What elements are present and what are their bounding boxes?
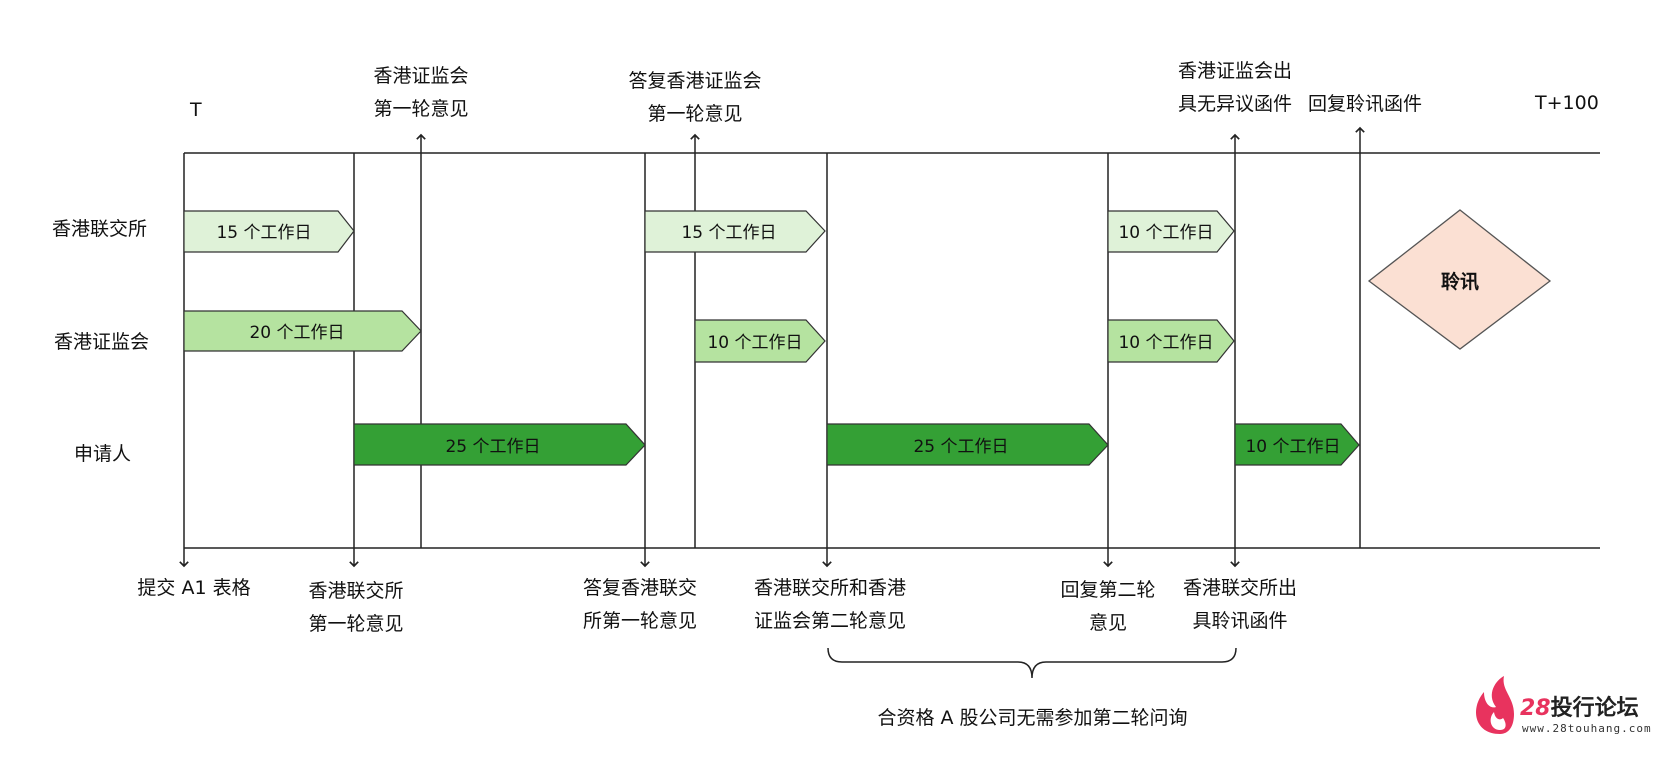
hkex-first-round-comments-label: 香港联交所 第一轮意见 — [308, 580, 404, 635]
hkex-bar-2: 15 个工作日 — [644, 210, 826, 253]
brace-note: 合资格 A 股公司无需参加第二轮问询 — [877, 707, 1188, 729]
bar-label: 25 个工作日 — [445, 437, 540, 457]
reply-hearing-letter-label: 回复聆讯函件 — [1307, 93, 1422, 115]
sfc-first-round-comments-label: 香港证监会 第一轮意见 — [373, 65, 469, 120]
sfc-no-objection-letter-label: 香港证监会出 具无异议函件 — [1177, 60, 1292, 115]
bar-shape — [1107, 319, 1235, 363]
sfc-bar-1: 20 个工作日 — [183, 310, 422, 352]
logo-url: www.28touhang.com — [1522, 722, 1652, 735]
submit-a1-label: 提交 A1 表格 — [137, 577, 251, 599]
time-start-label: T — [190, 99, 202, 121]
bar-shape — [826, 423, 1109, 466]
bar-shape — [1234, 423, 1360, 466]
row-label-sfc: 香港证监会 — [54, 331, 150, 353]
hearing-label: 聆讯 — [1441, 270, 1479, 293]
bar-shape — [694, 319, 826, 363]
hearing-diamond: 聆讯 — [1367, 209, 1552, 350]
sfc-bar-2: 10 个工作日 — [694, 319, 826, 363]
duration-bars: 15 个工作日 20 个工作日 25 个工作日 15 个工作日 10 个工作日 … — [183, 210, 1360, 466]
bar-label: 15 个工作日 — [216, 223, 311, 243]
applicant-bar-3: 10 个工作日 — [1234, 423, 1360, 466]
bar-shape — [1107, 210, 1235, 253]
bar-shape — [353, 423, 646, 466]
bar-label: 10 个工作日 — [1118, 223, 1213, 243]
site-logo: 28投行论坛 www.28touhang.com — [1470, 682, 1660, 754]
hkex-bar-3: 10 个工作日 — [1107, 210, 1235, 253]
bar-label: 10 个工作日 — [707, 333, 802, 353]
bar-label: 20 个工作日 — [249, 323, 344, 343]
row-label-applicant: 申请人 — [74, 443, 132, 465]
hkex-bar-1: 15 个工作日 — [183, 210, 355, 253]
sfc-bar-3: 10 个工作日 — [1107, 319, 1235, 363]
hkex-hearing-letter-label: 香港联交所出 具聆讯函件 — [1182, 577, 1297, 632]
bar-label: 10 个工作日 — [1118, 333, 1213, 353]
bar-shape — [644, 210, 826, 253]
time-end-label: T+100 — [1535, 92, 1599, 114]
bar-label: 15 个工作日 — [681, 223, 776, 243]
applicant-bar-1: 25 个工作日 — [353, 423, 646, 466]
reply-sfc-first-round-label: 答复香港证监会 第一轮意见 — [628, 70, 762, 125]
reply-hkex-first-round-label: 答复香港联交 所第一轮意见 — [582, 577, 697, 632]
applicant-bar-2: 25 个工作日 — [826, 423, 1109, 466]
bar-label: 25 个工作日 — [913, 437, 1008, 457]
logo-text: 投行论坛 — [1550, 696, 1639, 721]
hearing-shape — [1367, 209, 1552, 350]
row-label-hkex: 香港联交所 — [52, 218, 148, 240]
bar-label: 10 个工作日 — [1245, 437, 1340, 457]
logo-name: 28投行论坛 — [1520, 690, 1639, 722]
bar-shape — [183, 310, 422, 352]
flame-logo-icon — [1476, 676, 1514, 734]
bar-shape — [183, 210, 355, 253]
curly-brace — [827, 647, 1237, 679]
reply-second-round-label: 回复第二轮 意见 — [1060, 579, 1156, 634]
logo-number: 28 — [1520, 696, 1551, 721]
second-round-comments-label: 香港联交所和香港 证监会第二轮意见 — [753, 577, 906, 632]
